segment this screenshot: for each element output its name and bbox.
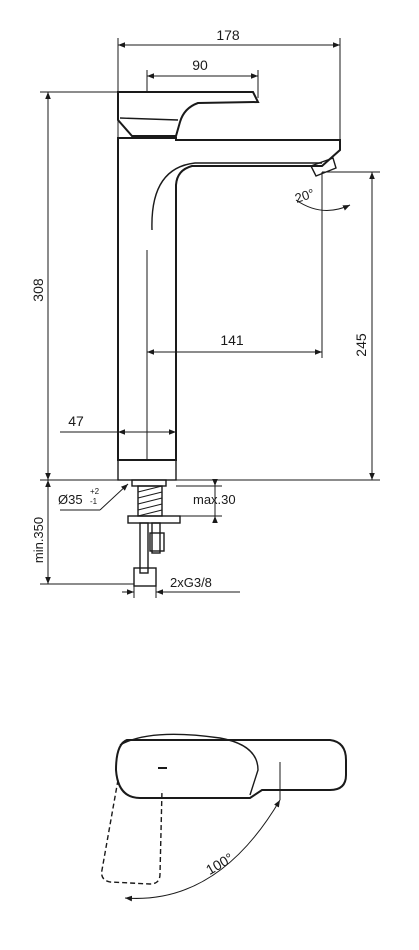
hose-left-nut [133,567,157,587]
label-lever-angle: 100° [203,849,236,877]
label-connection: 2xG3/8 [170,575,212,590]
dimension-labels: 178 90 308 245 141 47 20° Ø35 +2 -1 max.… [30,27,369,590]
label-max-thickness: max.30 [193,492,236,507]
lever-handle [117,91,260,137]
lever-handle-underside [119,117,179,121]
label-total-height: 308 [30,278,46,302]
label-total-length: 178 [216,27,240,43]
diameter-leader [99,483,129,511]
faucet-body-outline [117,137,341,461]
label-hole-diameter: Ø35 [58,492,83,507]
top-view-lever [119,733,259,796]
top-view-body [114,739,347,799]
label-spout-height: 245 [353,333,369,357]
mounting-nut [131,479,167,487]
label-spout-angle: 20° [293,186,316,206]
hose-right [151,522,161,554]
label-base-width: 47 [68,413,84,429]
base-collar [117,459,177,481]
dim-arc-20 [295,199,351,211]
label-min-hose: min.350 [31,517,46,563]
faucet-inner-curve [151,162,322,231]
label-handle-length: 90 [192,57,208,73]
label-spout-reach: 141 [220,332,244,348]
dimension-lines [40,38,380,598]
thread-hatching [137,485,163,517]
rotation-arc-100 [124,799,281,902]
aerator [310,157,337,177]
hose-left [139,522,149,574]
lever-rotated-position [100,779,163,885]
hose-right-nut [149,532,165,552]
faucet-top-view: 100° [100,733,347,902]
label-hole-tol-plus: +2 [90,487,100,496]
faucet-side-view [117,91,341,587]
fixing-plate [127,515,181,524]
label-hole-tol-minus: -1 [90,497,98,506]
